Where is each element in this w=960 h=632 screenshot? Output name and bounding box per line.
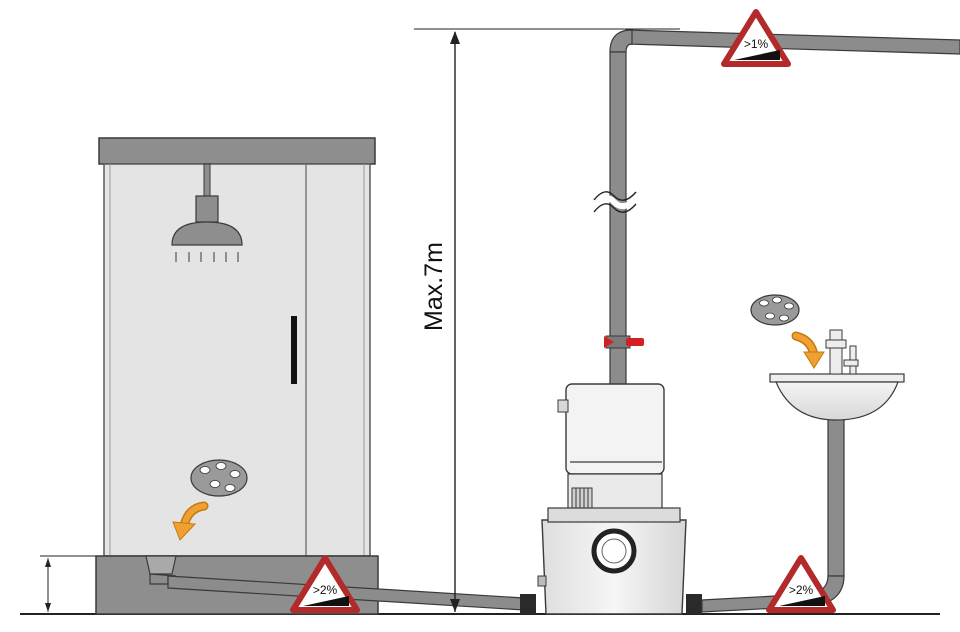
- valve-icon: [604, 335, 644, 349]
- drain-cover-icon: [750, 294, 800, 326]
- shower-head-icon: [171, 163, 243, 262]
- curved-arrow-icon: [172, 501, 209, 541]
- warning-triangle-icon: [721, 9, 791, 67]
- warning-triangle-icon: [766, 555, 836, 613]
- shower-drain-trap: [145, 555, 177, 575]
- shower-cabin: [95, 137, 379, 615]
- shower-door-handle: [291, 316, 297, 384]
- max-height-dimension: [414, 28, 680, 612]
- curved-arrow-icon: [791, 331, 825, 369]
- drain-cover-icon: [190, 459, 248, 497]
- pump-unit: [537, 383, 687, 615]
- shower-glass: [103, 163, 371, 557]
- shower-roof: [98, 137, 376, 165]
- basin-drain-pipe: [701, 415, 845, 613]
- warning-triangle-icon: [290, 555, 360, 613]
- right-inlet-coupling: [686, 594, 702, 614]
- shower-drain-slope-label: >2%: [313, 583, 338, 597]
- left-inlet-coupling: [520, 594, 536, 614]
- pipe-break-icon: [591, 191, 639, 213]
- basin-drain-slope-label: >2%: [789, 583, 814, 597]
- discharge-pipe: [587, 29, 960, 515]
- wash-basin: [769, 373, 905, 421]
- faucet-icon: [825, 329, 859, 375]
- top-pipe-slope-label: >1%: [744, 37, 769, 51]
- max-height-label: Max.7m: [420, 242, 448, 331]
- base-height-dimension: [40, 555, 96, 612]
